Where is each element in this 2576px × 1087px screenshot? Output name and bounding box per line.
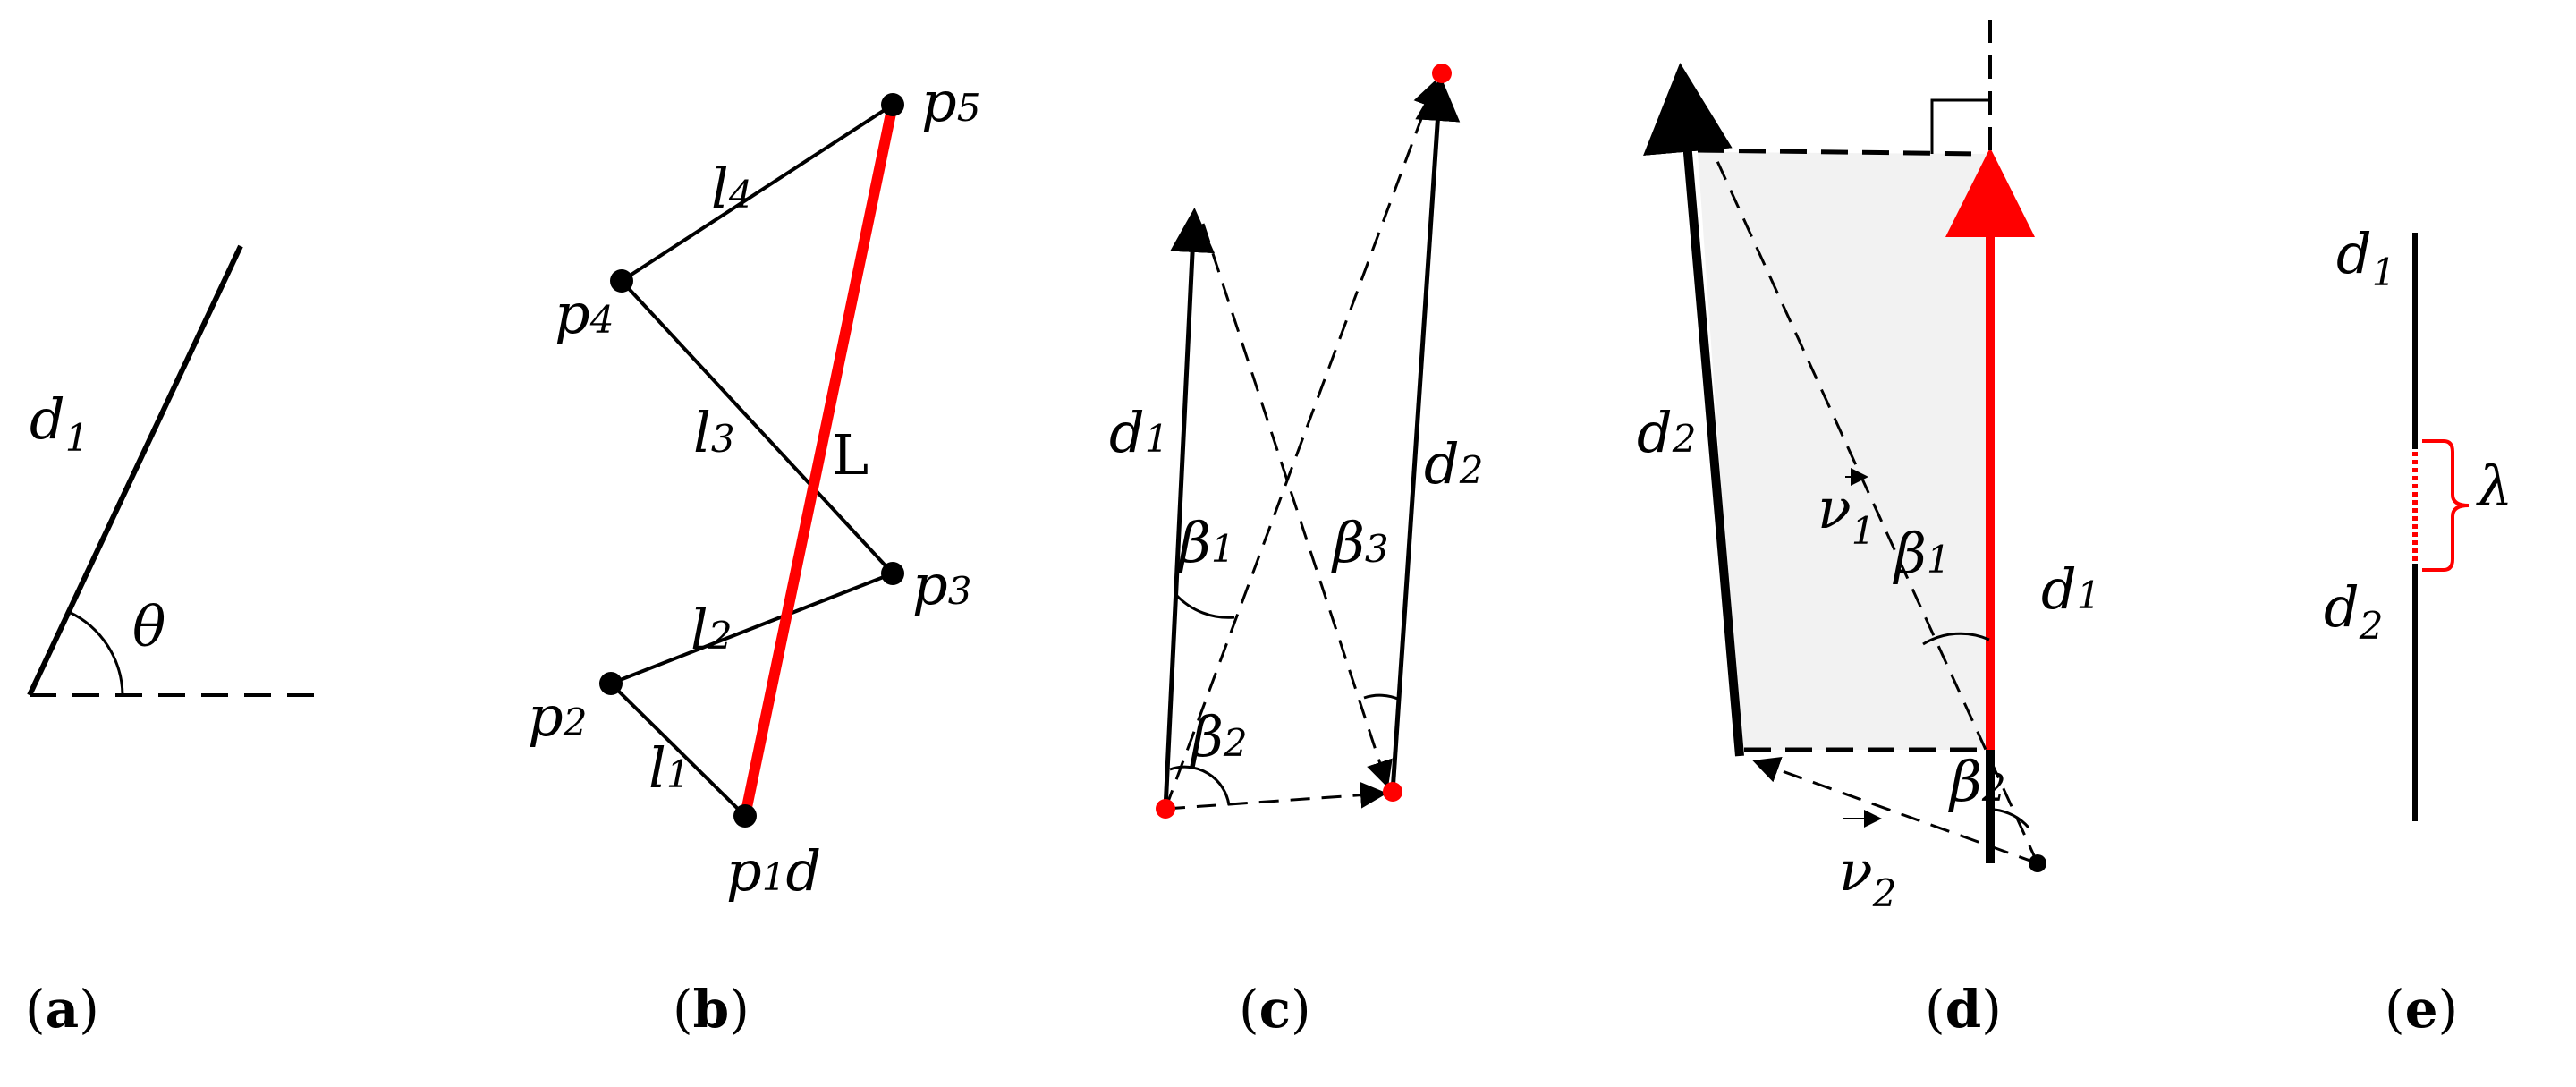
point-p4 [610,269,633,293]
angle-arc-beta2 [1994,808,2030,829]
fitted-line-L [740,103,898,818]
panel-label-e: (e) [2385,979,2458,1040]
label-lambda: λ [2475,454,2512,519]
angle-arc-beta1 [1174,593,1235,619]
label-l1: l1 [648,735,691,801]
panel-e: d1 d2 λ (e) [2324,221,2512,1040]
panel-d: d2 d1 β1 β2 ν1 ν2 (d) [1637,18,2100,1040]
label-theta: θ [132,594,165,659]
label-beta3: β3 [1331,510,1389,575]
label-beta2: β2 [1190,704,1248,769]
panel-c: d1 d2 β1 β2 β3 (c) [1109,64,1483,1040]
point-p3 [881,562,904,585]
dashed-base [1165,781,1387,811]
point-p5 [881,93,904,116]
panel-a: d1 θ (a) [25,244,315,1040]
label-p3: p3 [912,552,971,617]
panel-label-a: (a) [25,979,99,1040]
panel-label-b: (b) [673,979,750,1040]
dashed-top [1697,148,1985,157]
point-origin [2029,854,2046,872]
segment-d2 [1643,63,1744,757]
panel-b: p5 p4 p3 p2 p1d l4 l3 l2 l1 L (b) [528,69,980,1040]
label-d1: d1 [1109,400,1168,465]
segment-d1 [1163,208,1216,810]
label-p5: p5 [921,69,980,134]
label-p2: p2 [528,684,587,749]
panel-label-c: (c) [1239,979,1311,1040]
segment-d1 [27,244,243,697]
label-L: L [832,422,869,488]
label-p1d: p1d [726,838,821,904]
label-l4: l4 [711,156,753,221]
label-v2: ν2 [1839,838,1896,915]
right-angle-marker [1930,98,1990,154]
point-start-bottom-right [1383,782,1402,802]
label-d1: d1 [2041,556,2100,622]
dashed-diagonal-1 [1164,80,1439,810]
label-d2: d2 [1637,400,1696,465]
point-p1 [733,804,757,828]
label-d2: d2 [1424,431,1483,497]
label-beta2: β2 [1948,749,2006,814]
point-end-top-right [1432,64,1452,83]
label-beta1: β1 [1177,510,1235,575]
label-d2: d2 [2324,574,2383,648]
angle-arc [68,610,124,696]
gap-brace [2422,439,2470,572]
label-l2: l2 [691,597,733,662]
label-d1: d1 [2336,221,2395,294]
point-start-bottom-left [1156,799,1175,819]
label-d1: d1 [30,386,89,460]
label-beta1: β1 [1893,521,1951,586]
label-p4: p4 [555,281,614,346]
point-p2 [599,672,623,695]
angle-arc-beta3 [1363,693,1401,701]
angle-arc-beta2 [1169,765,1231,806]
label-l3: l3 [693,400,735,465]
angle-arc-beta1 [1922,632,1990,646]
segment-d2 [1390,76,1461,793]
label-v1: ν1 [1818,476,1875,553]
panel-label-d: (d) [1925,979,2002,1040]
dashed-diagonal-short [1752,757,2038,865]
dashed-diagonal-2 [1201,223,1393,788]
